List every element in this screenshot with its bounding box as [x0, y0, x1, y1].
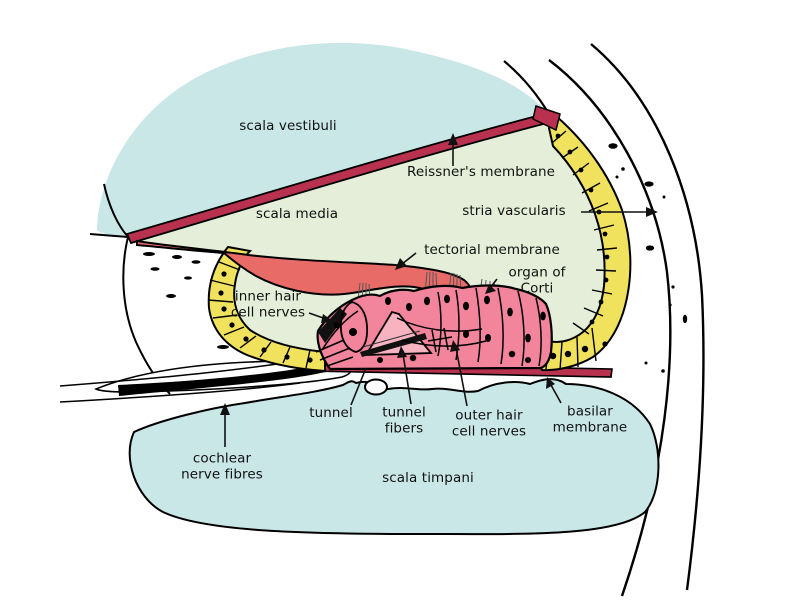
line-tunnel [350, 367, 367, 406]
arrow-tunnel-fibers [397, 346, 412, 405]
arrow-organ-of-corti [485, 278, 498, 294]
blood-vessel [364, 378, 388, 396]
scala-timpani-region [128, 378, 660, 536]
inner-sulcus-cells [207, 245, 326, 373]
bone-speckles-right [608, 143, 688, 373]
arrow-inner-hair-cell-nerves [308, 312, 334, 323]
pointer-arrows [220, 133, 658, 447]
reissners-membrane-shape [125, 105, 561, 245]
arrow-cochlear-nerve-fibres [220, 403, 230, 447]
organ-of-corti-shape [315, 284, 553, 371]
arrow-stria-vascularis [581, 207, 658, 217]
arrow-reissners-membrane [448, 133, 458, 166]
arrow-tectorial-membrane [395, 252, 417, 270]
arrow-outer-hair-cell-nerves [450, 340, 468, 407]
arrow-basilar-membrane [546, 377, 562, 404]
